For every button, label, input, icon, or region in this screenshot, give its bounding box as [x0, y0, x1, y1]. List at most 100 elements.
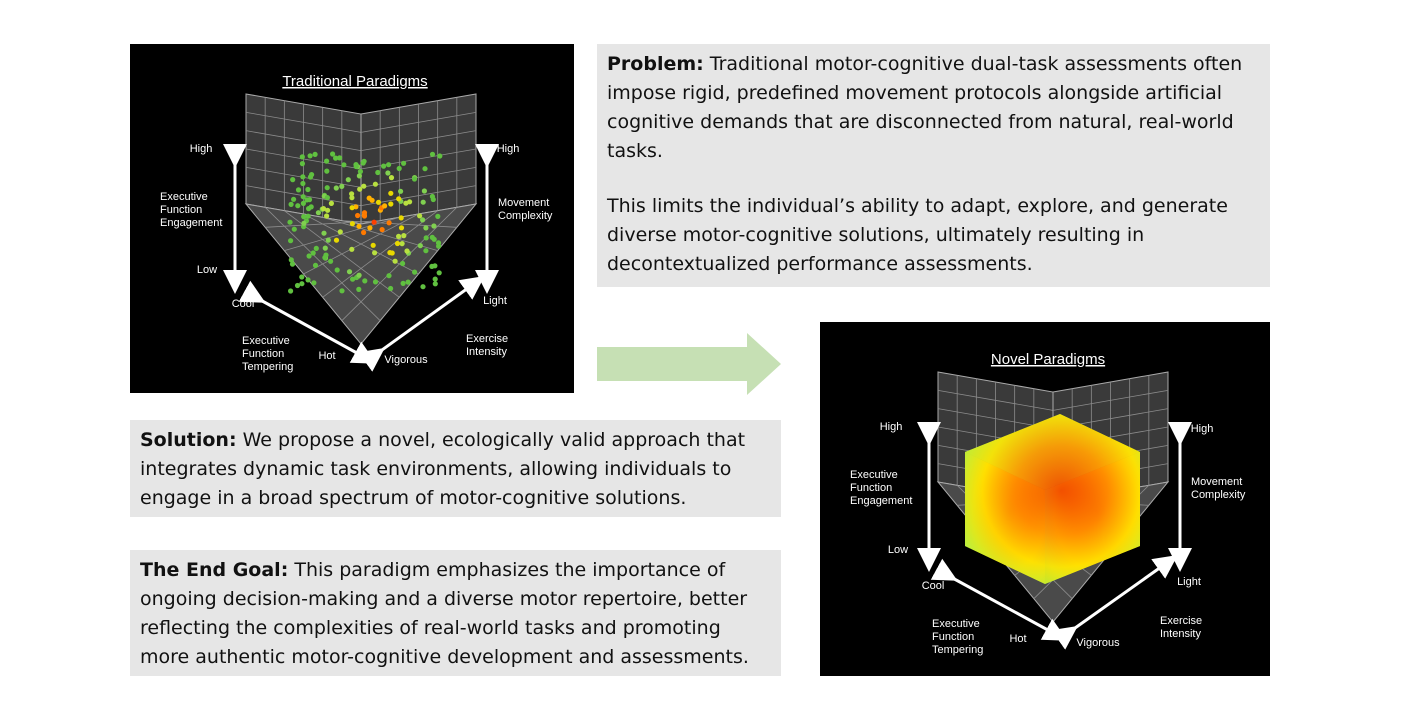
scatter-point [398, 225, 405, 231]
scatter-point [305, 277, 311, 283]
scatter-point [355, 212, 361, 219]
scatter-point [366, 195, 372, 201]
scatter-point [300, 180, 306, 187]
scatter-point [291, 226, 297, 232]
scatter-point [405, 279, 411, 285]
scatter-point [411, 176, 418, 182]
movement-complexity-label-1: Movement [498, 197, 549, 209]
scatter-point [371, 219, 377, 225]
cool-label: Cool [922, 580, 945, 592]
scatter-point [306, 253, 312, 259]
problem-heading: Problem: [607, 53, 704, 75]
scatter-point [420, 284, 426, 290]
scatter-point [312, 151, 318, 157]
movement-complexity-label-2: Complexity [498, 210, 553, 222]
scatter-point [396, 233, 402, 239]
ef-high-label: High [880, 421, 903, 433]
scatter-point [333, 155, 339, 161]
scatter-point [312, 262, 319, 268]
scatter-point [337, 155, 343, 161]
scatter-point [288, 288, 294, 294]
scatter-point [320, 206, 327, 212]
scatter-point [295, 187, 302, 193]
scatter-point [349, 246, 355, 252]
movement-complexity-label-1: Movement [1191, 476, 1242, 488]
scatter-point [407, 199, 413, 205]
scatter-point [435, 213, 441, 219]
exercise-intensity-label-1: Exercise [1160, 615, 1202, 627]
novel-paradigms-panel: Novel Paradigms High Executive Function … [820, 322, 1270, 676]
scatter-point [333, 237, 340, 243]
scatter-point [401, 160, 407, 166]
mc-high-label: High [1191, 423, 1214, 435]
ef-tempering-label-2: Function [242, 348, 284, 360]
scatter-point [398, 188, 404, 194]
ef-low-label: Low [888, 544, 908, 556]
scatter-point [349, 205, 355, 211]
scatter-point [388, 190, 394, 196]
scatter-point [288, 238, 294, 244]
solution-paragraph: Solution: We propose a novel, ecological… [140, 426, 771, 513]
scatter-point [315, 210, 321, 216]
scatter-point [401, 233, 407, 239]
scatter-point [386, 220, 392, 226]
scatter-point [356, 173, 362, 179]
light-label: Light [1177, 576, 1201, 588]
cool-label: Cool [232, 298, 255, 310]
scatter-point [386, 273, 392, 279]
problem-text: Traditional motor-cognitive dual-task as… [607, 53, 1243, 162]
solution-heading: Solution: [140, 429, 237, 451]
scatter-point [339, 183, 345, 189]
scatter-point [400, 260, 406, 267]
scatter-point [404, 248, 410, 254]
scatter-point [370, 242, 376, 248]
scatter-point [420, 199, 426, 205]
scatter-point [321, 230, 327, 236]
scatter-point [361, 183, 367, 189]
scatter-point [382, 203, 388, 209]
ef-tempering-arrow [238, 280, 377, 364]
vigorous-label: Vigorous [1076, 637, 1120, 649]
transition-arrow [597, 333, 781, 395]
scatter-point [350, 276, 356, 282]
scatter-point [301, 220, 307, 226]
scatter-point [436, 243, 442, 249]
scatter-point [372, 279, 379, 285]
scatter-point [328, 200, 334, 206]
hot-label: Hot [1009, 633, 1026, 645]
scatter-point [337, 229, 343, 235]
scatter-point [388, 201, 394, 207]
scatter-point [357, 168, 363, 175]
scatter-point [300, 200, 306, 206]
scatter-point [385, 170, 391, 176]
scatter-point [388, 175, 395, 181]
scatter-point [324, 158, 330, 164]
scatter-point [417, 243, 423, 249]
scatter-point [322, 245, 328, 251]
ef-engagement-label-3: Engagement [850, 495, 912, 507]
scatter-point [367, 225, 373, 231]
traditional-paradigms-panel: Traditional Paradigms High Executive Fun… [130, 44, 574, 393]
scatter-point [345, 177, 351, 183]
scatter-point [420, 217, 426, 223]
scatter-point [313, 245, 319, 251]
solution-text: We propose a novel, ecologically valid a… [140, 429, 746, 509]
problem-paragraph-2: This limits the individual’s ability to … [607, 195, 1228, 275]
scatter-point [432, 263, 438, 269]
scatter-point [423, 248, 429, 254]
mc-high-label: High [497, 143, 520, 155]
scatter-point [310, 250, 316, 256]
scatter-point [324, 168, 330, 174]
end-goal-text: This paradigm emphasizes the importance … [140, 559, 749, 668]
scatter-point [381, 163, 387, 169]
scatter-point [396, 165, 402, 172]
scatter-point [288, 201, 294, 207]
ef-tempering-label-3: Tempering [932, 644, 983, 656]
plot-title: Novel Paradigms [991, 351, 1105, 368]
scatter-point [429, 151, 436, 157]
scatter-point [362, 278, 368, 284]
ef-tempering-label-2: Function [932, 631, 974, 643]
scatter-point [299, 154, 305, 160]
plot-title: Traditional Paradigms [282, 73, 427, 90]
light-label: Light [483, 295, 507, 307]
